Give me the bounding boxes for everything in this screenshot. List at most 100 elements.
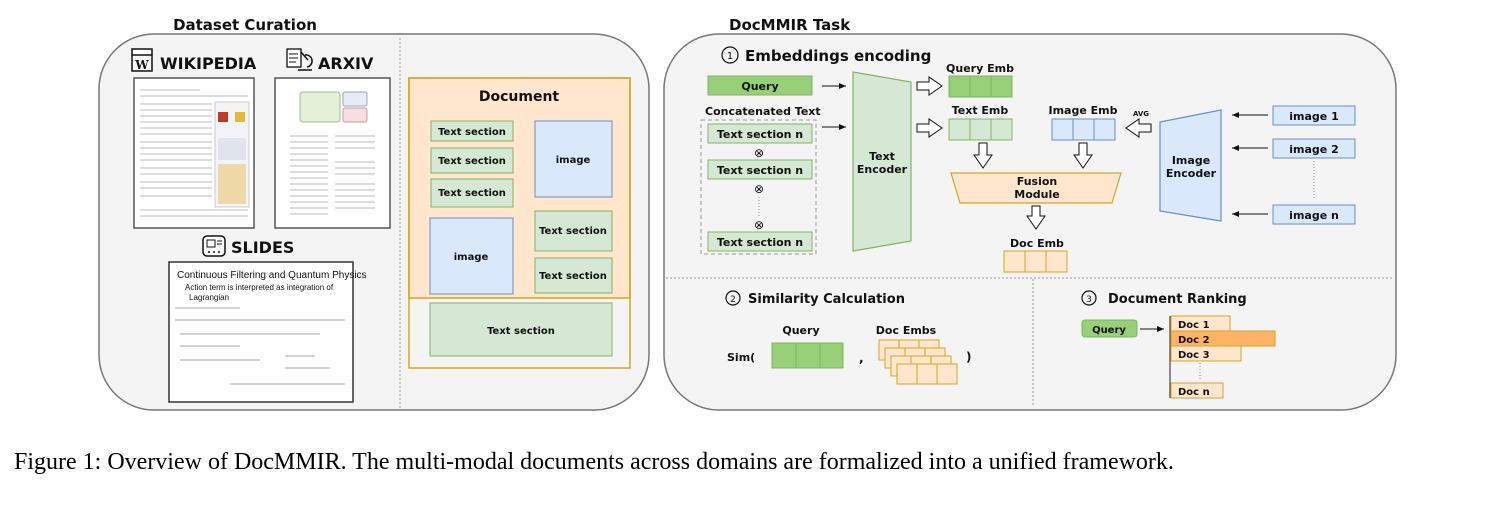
step-number-circle [725,290,741,306]
ranked-doc: Doc 3 [1170,345,1242,362]
slides-source: SLIDES Continuous Filtering and Quantum … [168,235,367,403]
text-emb-label: Text Emb [952,104,1009,117]
ranking-query: Query [1081,319,1138,338]
document-ranking-section: 3 Document Ranking Query Doc 1 Doc 2 Doc… [1081,290,1276,399]
slides-label: SLIDES [231,238,294,257]
svg-text:Encoder: Encoder [857,163,908,176]
svg-text:Query: Query [1092,325,1126,336]
image-input: image 2 [1272,138,1356,159]
doc-text-section: Text section [534,257,613,294]
concat-operator: ⊗ [754,182,764,196]
query-emb-label: Query Emb [946,62,1014,75]
similarity-calculation-section: 2 Similarity Calculation Query Doc Embs … [725,290,971,385]
dataset-curation-panel: Dataset Curation W WIKIPEDIA [98,16,650,411]
svg-text:Text section: Text section [438,127,506,138]
hollow-arrow [916,118,943,138]
slide-title: Continuous Filtering and Quantum Physics [177,270,367,281]
svg-text:image: image [454,252,489,263]
dataset-curation-title: Dataset Curation [173,16,317,34]
svg-text:Text section: Text section [539,271,607,282]
svg-text:Doc 3: Doc 3 [1178,350,1210,361]
ranked-doc: Doc n [1170,382,1224,399]
svg-text:image: image [556,155,591,166]
doc-text-section: Text section [430,120,514,142]
wikipedia-source: W WIKIPEDIA [131,48,257,229]
ranked-doc: Doc 1 [1170,315,1231,332]
svg-text:3: 3 [1086,295,1092,305]
doc-text-section: Text section [429,302,613,357]
figure-caption: Figure 1: Overview of DocMMIR. The multi… [14,449,1174,475]
doc-image: image [534,120,613,198]
text-encoder: Text Encoder [852,71,912,252]
svg-text:Text section n: Text section n [717,128,803,141]
image-embedding [1051,118,1116,141]
document-frame [408,77,631,369]
hollow-arrow-down [1073,142,1093,169]
presentation-slide-icon [202,235,226,257]
embeddings-encoding-section: 1 Embeddings encoding Query Concatenated… [700,46,1356,273]
doc-image: image [429,217,514,295]
sim-open: Sim( [727,351,755,364]
doc-embs-stack [878,339,958,385]
slide-bullet-cont: Lagrangian [189,293,229,302]
image-encoder: Image Encoder [1159,109,1222,222]
hollow-arrow [1125,118,1152,138]
svg-text:image 1: image 1 [1289,110,1338,123]
sim-doc-embs-label: Doc Embs [876,324,937,337]
svg-text:Doc 2: Doc 2 [1178,335,1210,346]
svg-text:Text: Text [869,150,895,163]
step2-title: Similarity Calculation [748,292,905,307]
svg-text:Text section n: Text section n [717,164,803,177]
svg-text:Module: Module [1014,188,1059,201]
image-input: image 1 [1272,105,1356,126]
svg-text:1: 1 [727,51,733,62]
svg-text:Encoder: Encoder [1166,167,1217,180]
sim-comma: , [859,351,864,365]
svg-text:Query: Query [741,80,778,93]
hollow-arrow [916,76,943,96]
text-section-n: Text section n [707,159,813,180]
query-box: Query [707,75,813,96]
docmmir-overview-diagram: Dataset Curation W WIKIPEDIA [98,16,1397,411]
concat-operator: ⊗ [754,146,764,160]
arxiv-page-thumbnail [274,77,391,229]
svg-text:Text section: Text section [487,326,555,337]
slide-bullet: Action term is interpreted as integratio… [185,283,334,292]
document-layout: Document Text section Text section Text … [408,77,631,357]
doc-emb-label: Doc Emb [1010,237,1064,250]
sim-query-embedding [771,342,844,369]
step1-title: Embeddings encoding [745,47,931,65]
concatenated-text-label: Concatenated Text [705,105,821,118]
svg-text:Text section: Text section [438,188,506,199]
wikipedia-label: WIKIPEDIA [160,54,257,73]
concatenated-text-group [700,119,817,255]
task-title: DocMMIR Task [729,16,851,34]
avg-label: AVG [1133,110,1149,118]
sim-query-label: Query [782,324,819,337]
arxiv-label: ARXIV [318,54,374,73]
text-section-n: Text section n [707,231,813,252]
text-section-n: Text section n [707,123,813,144]
wikipedia-browser-icon: W [131,48,153,72]
svg-text:Text section n: Text section n [717,236,803,249]
task-panel: DocMMIR Task 1 Embeddings encoding Query… [663,16,1397,411]
document-title: Document [479,89,560,105]
svg-text:image n: image n [1289,209,1339,222]
concat-operator: ⊗ [754,218,764,232]
step-number-circle [721,46,739,64]
fusion-module: Fusion Module [950,172,1122,204]
hollow-arrow-down [1026,205,1046,230]
svg-text:Image: Image [1172,154,1210,167]
query-embedding [948,75,1013,98]
svg-text:image 2: image 2 [1289,143,1338,156]
step-number-circle [1081,290,1097,306]
svg-text:Doc n: Doc n [1178,387,1210,398]
step3-title: Document Ranking [1108,292,1247,307]
doc-text-section: Text section [534,210,613,252]
ranked-doc-highlighted: Doc 2 [1170,330,1276,347]
doc-text-section: Text section [430,147,514,174]
paper-microscope-icon [286,48,313,71]
doc-emb-layer [896,363,958,385]
doc-embedding [1003,250,1068,273]
image-input: image n [1272,204,1356,225]
